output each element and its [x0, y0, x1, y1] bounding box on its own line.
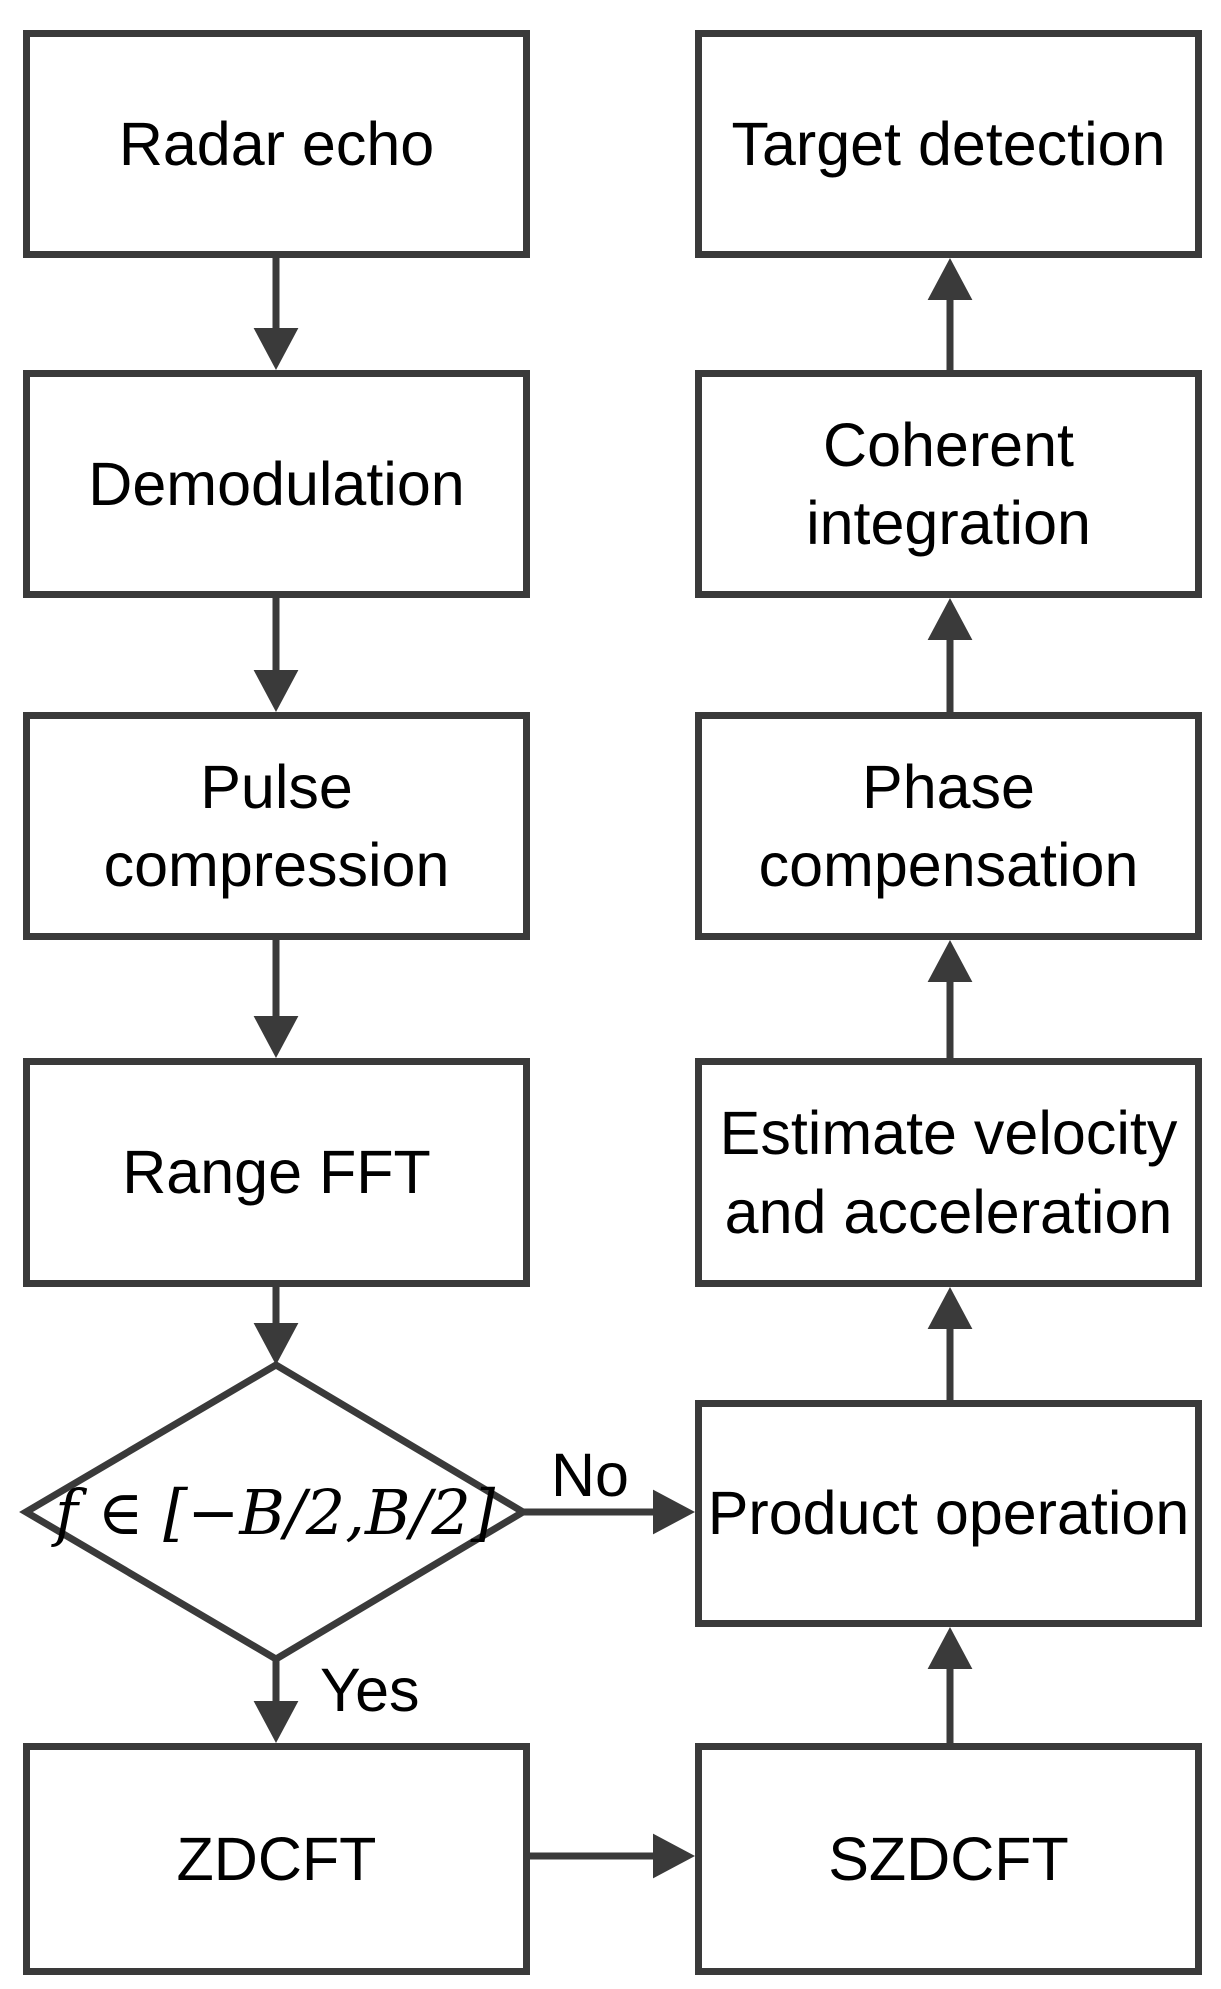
node-coherent-integration: Coherent integration: [695, 370, 1202, 598]
node-radar-echo: Radar echo: [23, 30, 530, 258]
node-label: Target detection: [731, 109, 1166, 178]
node-label: Phase compensation: [758, 752, 1139, 899]
yes-branch-label: Yes: [320, 1656, 420, 1724]
node-szdcft: SZDCFT: [695, 1743, 1202, 1975]
node-target-detection: Target detection: [695, 30, 1202, 258]
node-phase-compensation: Phase compensation: [695, 712, 1202, 940]
node-label: Coherent integration: [806, 410, 1091, 557]
node-frequency-check-label: f ∈ [−B/2,B/2]: [23, 1452, 527, 1572]
node-label: Demodulation: [88, 449, 465, 518]
node-product-operation: Product operation: [695, 1400, 1202, 1627]
node-label: SZDCFT: [828, 1824, 1069, 1893]
node-label: Product operation: [707, 1479, 1190, 1548]
node-label: Range FFT: [122, 1138, 431, 1207]
node-label: Radar echo: [118, 109, 435, 178]
node-label: ZDCFT: [176, 1824, 377, 1893]
node-label: Estimate velocity and acceleration: [719, 1099, 1178, 1246]
node-demodulation: Demodulation: [23, 370, 530, 598]
node-range-fft: Range FFT: [23, 1058, 530, 1287]
node-label: Pulse compression: [103, 752, 450, 899]
node-pulse-compression: Pulse compression: [23, 712, 530, 940]
no-branch-label: No: [551, 1441, 629, 1509]
decision-formula: f ∈ [−B/2,B/2]: [54, 1475, 496, 1549]
node-estimate-velocity-acceleration: Estimate velocity and acceleration: [695, 1058, 1202, 1287]
node-zdcft: ZDCFT: [23, 1743, 530, 1975]
